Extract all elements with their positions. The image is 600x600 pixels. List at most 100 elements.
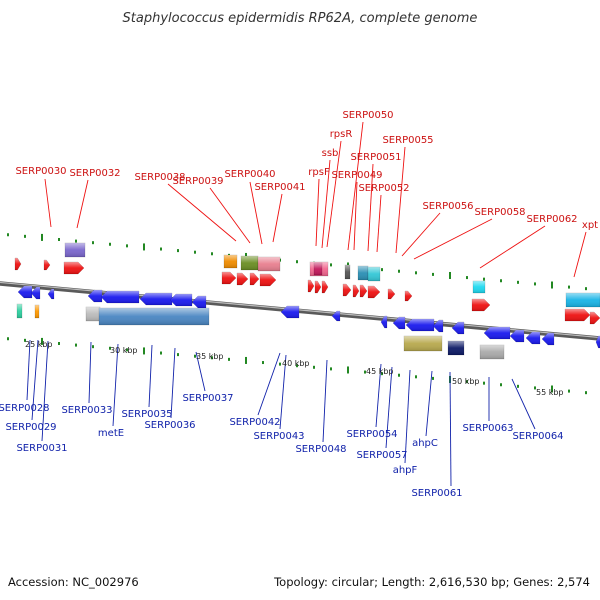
tick-mark — [109, 242, 111, 246]
gene-label-serp0051[interactable]: SERP0051 — [350, 152, 401, 163]
forward-gene-arrow-gloss — [260, 274, 276, 286]
gene-label-serp0054[interactable]: SERP0054 — [346, 429, 397, 440]
forward-gene-arrow-gloss — [353, 285, 359, 297]
gene-label-serp0040[interactable]: SERP0040 — [224, 169, 275, 180]
tick-mark — [92, 345, 94, 349]
tick-mark — [568, 389, 570, 393]
feature-block-gloss — [448, 341, 464, 355]
gene-label-serp0050[interactable]: SERP0050 — [342, 110, 393, 121]
gene-label-serp0042[interactable]: SERP0042 — [229, 417, 280, 428]
tick-mark — [432, 376, 434, 380]
leader-line — [321, 159, 331, 249]
tick-mark — [228, 357, 230, 361]
leader-line — [170, 347, 176, 419]
reverse-gene-arrow-gloss — [170, 294, 192, 306]
gene-label-serp0037[interactable]: SERP0037 — [182, 393, 233, 404]
tick-mark — [211, 252, 213, 256]
gene-label-serp0033[interactable]: SERP0033 — [61, 405, 112, 416]
feature-blocks — [14, 242, 600, 360]
gene-label-serp0055[interactable]: SERP0055 — [382, 135, 433, 146]
forward-gene-arrow-gloss — [472, 299, 490, 311]
gene-label-serp0049[interactable]: SERP0049 — [331, 170, 382, 181]
leader-line — [249, 181, 263, 245]
tick-mark — [483, 277, 485, 281]
tick-mark — [41, 337, 43, 345]
tick-mark — [194, 250, 196, 254]
gene-label-serp0052[interactable]: SERP0052 — [358, 183, 409, 194]
tick-mark — [143, 347, 145, 355]
tick-mark — [262, 361, 264, 365]
gene-label-mete[interactable]: metE — [98, 428, 124, 439]
reverse-gene-arrow-gloss — [433, 320, 443, 332]
gene-label-serp0038[interactable]: SERP0038 — [134, 172, 185, 183]
top-labels: SERP0030 SERP0032 SERP0038 SERP0039 SERP… — [15, 110, 598, 231]
tick-mark — [75, 239, 77, 243]
gene-label-ahpf[interactable]: ahpF — [393, 465, 418, 476]
leader-line — [449, 371, 452, 487]
gene-label-serp0048[interactable]: SERP0048 — [295, 444, 346, 455]
feature-block-gloss — [345, 265, 350, 279]
reverse-gene-arrow-gloss — [381, 316, 387, 328]
tick-mark — [432, 272, 434, 276]
tick-mark — [347, 366, 349, 374]
scale-label-35: 35 kbp — [196, 352, 224, 361]
leader-line — [375, 363, 382, 428]
feature-block-gloss — [368, 267, 380, 281]
leader-line — [347, 121, 364, 251]
gene-label-serp0063[interactable]: SERP0063 — [462, 423, 513, 434]
leader-line — [353, 181, 358, 251]
gene-label-serp0039[interactable]: SERP0039 — [172, 176, 223, 187]
leader-line — [425, 370, 433, 437]
gene-label-serp0056[interactable]: SERP0056 — [422, 201, 473, 212]
feature-block-gloss — [358, 266, 368, 280]
leader-line — [401, 212, 441, 257]
tick-mark — [551, 281, 553, 289]
leader-line — [404, 369, 411, 464]
leader-line — [88, 341, 92, 404]
gene-label-serp0028[interactable]: SERP0028 — [0, 403, 50, 414]
gene-label-serp0041[interactable]: SERP0041 — [254, 182, 305, 193]
gene-label-xpt[interactable]: xpt — [582, 220, 598, 231]
tick-mark — [330, 263, 332, 267]
tick-mark — [7, 337, 9, 341]
tick-mark — [534, 282, 536, 286]
tick-mark — [398, 269, 400, 273]
gene-label-rpsf[interactable]: rpsF — [308, 167, 330, 178]
feature-block-gloss — [99, 308, 209, 325]
forward-gene-arrow-gloss — [565, 309, 590, 321]
gene-label-rpsr[interactable]: rpsR — [330, 129, 353, 140]
tick-mark — [211, 356, 213, 360]
gene-label-serp0035[interactable]: SERP0035 — [121, 409, 172, 420]
gene-label-serp0036[interactable]: SERP0036 — [144, 420, 195, 431]
label-lines — [26, 121, 587, 487]
gene-label-serp0043[interactable]: SERP0043 — [253, 431, 304, 442]
tick-mark — [585, 287, 587, 291]
feature-block-gloss — [86, 307, 100, 321]
reverse-gene-arrow-gloss — [484, 327, 510, 339]
gene-label-serp0030[interactable]: SERP0030 — [15, 166, 66, 177]
gene-label-serp0061[interactable]: SERP0061 — [411, 488, 462, 499]
topology-text: Topology: circular; Length: 2,616,530 bp… — [274, 575, 590, 589]
forward-gene-arrow-gloss — [15, 258, 21, 270]
reverse-gene-arrow-gloss — [393, 317, 405, 329]
gene-label-serp0031[interactable]: SERP0031 — [16, 443, 67, 454]
leader-line — [413, 218, 493, 260]
gene-label-serp0064[interactable]: SERP0064 — [512, 431, 563, 442]
tick-mark — [585, 391, 587, 395]
feature-block-gloss — [17, 304, 22, 318]
feature-block-gloss — [473, 281, 485, 293]
tick-mark — [58, 238, 60, 242]
gene-label-ssb[interactable]: ssb — [322, 148, 339, 159]
gene-label-serp0032[interactable]: SERP0032 — [69, 168, 120, 179]
gene-label-serp0062[interactable]: SERP0062 — [526, 214, 577, 225]
gene-label-serp0058[interactable]: SERP0058 — [474, 207, 525, 218]
gene-label-serp0057[interactable]: SERP0057 — [356, 450, 407, 461]
tick-mark — [24, 234, 26, 238]
scale-label-45: 45 kbp — [366, 367, 394, 376]
tick-mark — [330, 367, 332, 371]
tick-mark — [466, 380, 468, 384]
gene-label-ahpc[interactable]: ahpC — [412, 438, 438, 449]
gene-label-serp0029[interactable]: SERP0029 — [5, 422, 56, 433]
tick-mark — [364, 370, 366, 374]
